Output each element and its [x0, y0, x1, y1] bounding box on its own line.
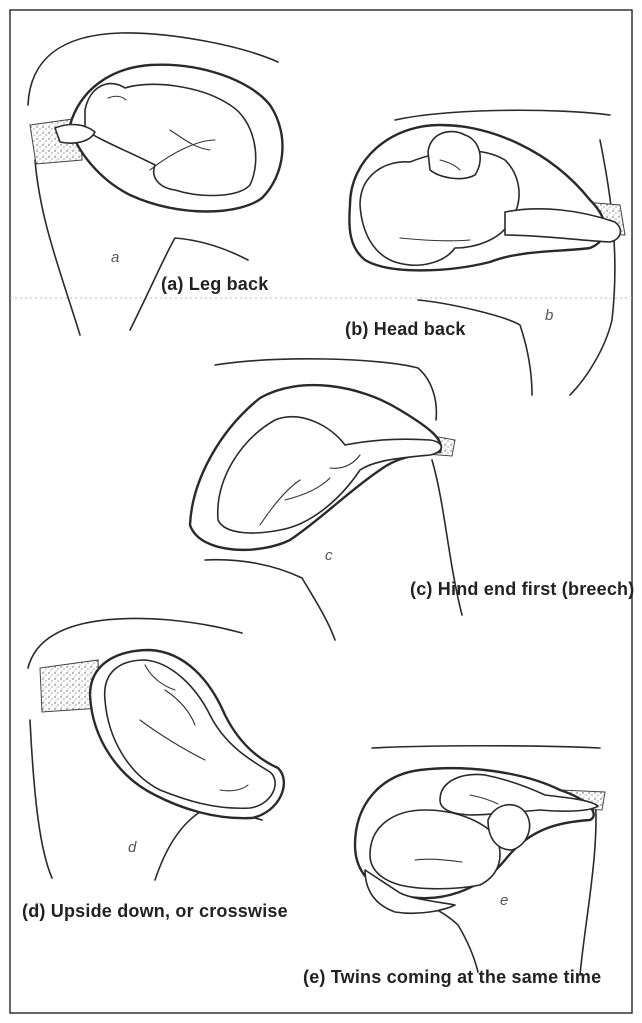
panel-b: b (b) Head back [345, 110, 625, 395]
panel-e: e (e) Twins coming at the same time [303, 746, 605, 987]
panel-d: d (d) Upside down, or crosswise [22, 618, 288, 921]
panel-c-caption: (c) Hind end first (breech) [410, 579, 634, 599]
panel-a: a (a) Leg back [28, 33, 282, 335]
panel-a-caption: (a) Leg back [161, 274, 269, 294]
panel-a-letter: a [111, 249, 119, 266]
panel-c: c (c) Hind end first (breech) [190, 359, 634, 640]
panel-b-caption: (b) Head back [345, 319, 466, 339]
panel-e-letter: e [500, 892, 508, 909]
panel-b-letter: b [545, 307, 553, 324]
panel-c-letter: c [325, 547, 333, 564]
panel-d-letter: d [128, 839, 137, 856]
panel-d-caption: (d) Upside down, or crosswise [22, 901, 288, 921]
panel-e-caption: (e) Twins coming at the same time [303, 967, 601, 987]
